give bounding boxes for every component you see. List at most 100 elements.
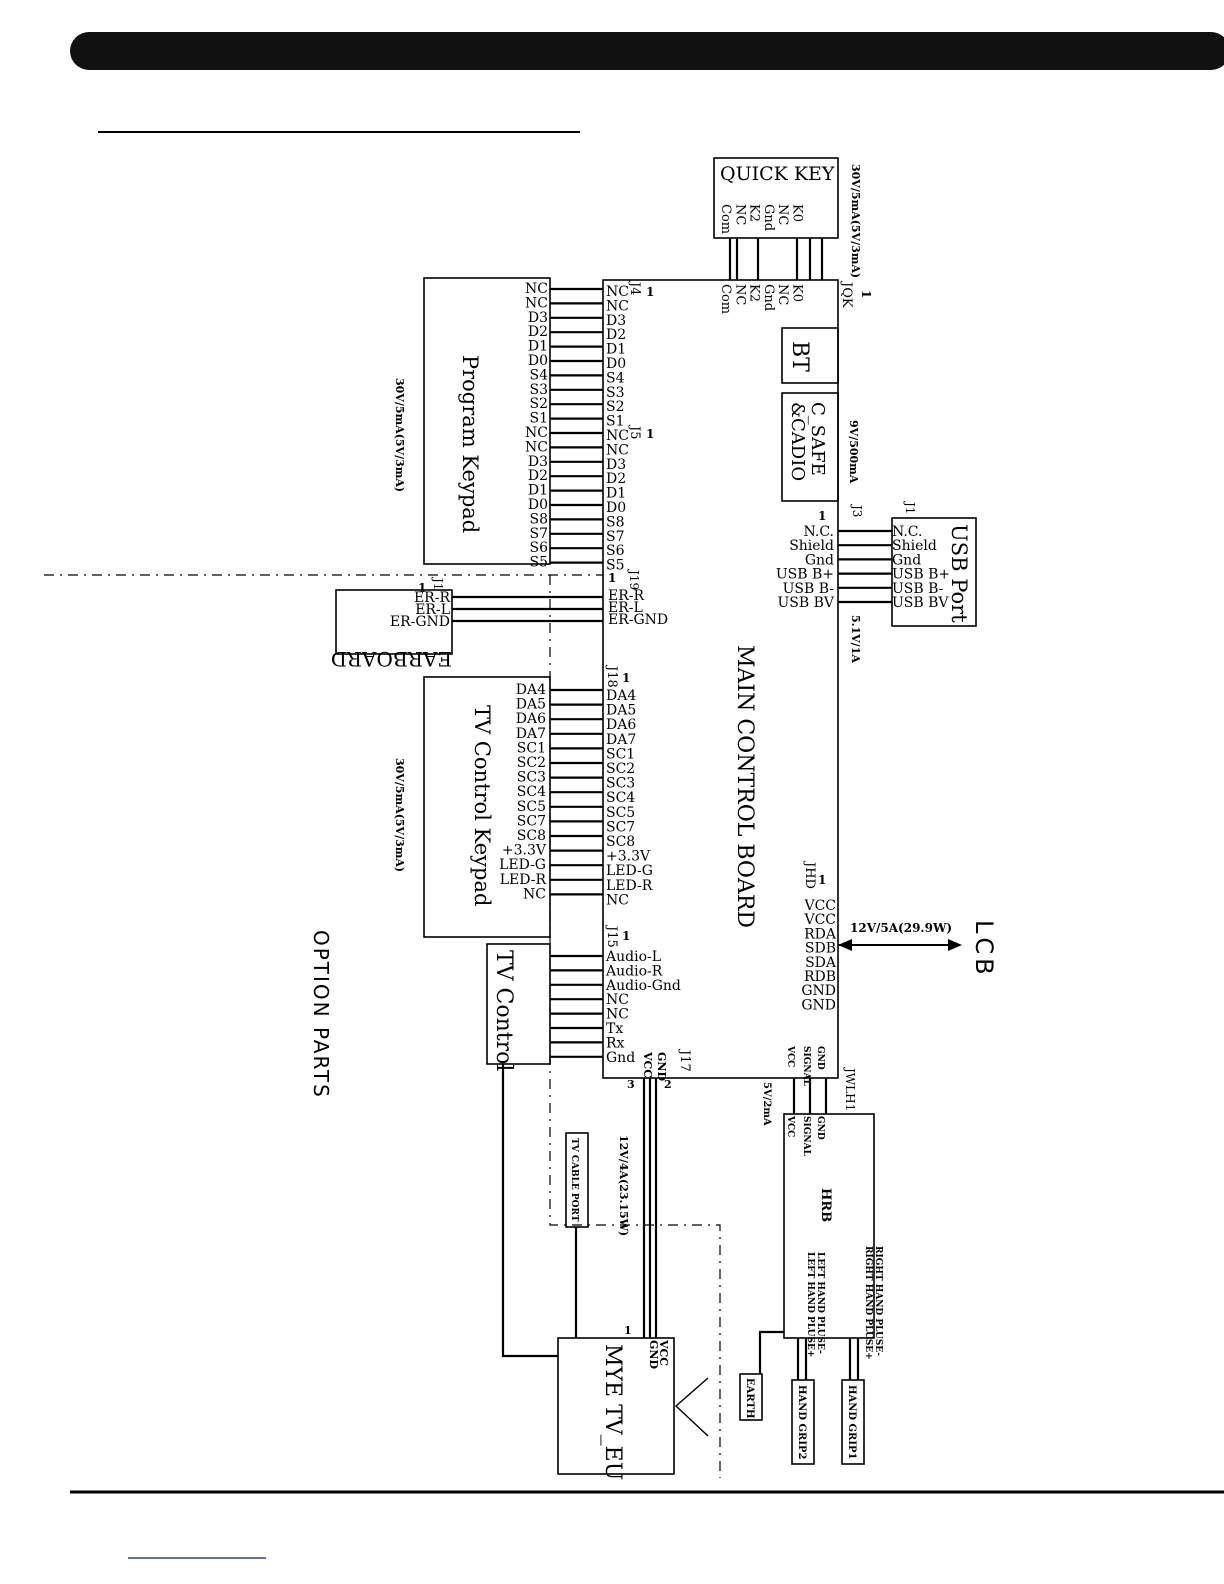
quick-key-title: QUICK KEY (720, 163, 835, 185)
main-board-j15-pin-label: Audio-Gnd (605, 978, 681, 994)
lcb-arrow-left-head (838, 939, 852, 951)
main-board-j3-pin-label: Shield (789, 538, 834, 554)
bt-box (781, 327, 839, 384)
usb-port-pin-label: Shield (892, 538, 937, 554)
main-board-j19-pin-label: ER-R (608, 588, 644, 604)
tv-control-title: TV Control (491, 950, 516, 1071)
quick-key-box (713, 157, 839, 239)
main-board-j18-pin-label: +3.3V (606, 849, 651, 865)
main-board-j18-pin-label: DA5 (606, 703, 636, 719)
usb-port-pin-label: N.C. (892, 524, 922, 540)
main-board-j4j5-pin-label: NC (606, 428, 629, 444)
main-board-jqk-pin-label: K2 (747, 284, 762, 302)
program-keypad-pin-label: D0 (528, 497, 548, 513)
main-board-j18-pin-label: DA4 (606, 688, 636, 704)
tv-keypad-rating: 30V/5mA(5V/3mA) (393, 758, 406, 872)
earboard-board-pin-one: 1 (608, 571, 616, 585)
main-board-j4j5-pin-label: D0 (606, 500, 626, 516)
hand-grip2-box (791, 1379, 815, 1465)
jwlh-pin-gnd: GND (815, 1046, 825, 1070)
main-board-jqk-pin-label: Com (718, 284, 733, 314)
main-board-j15-pin-label: Rx (606, 1035, 625, 1051)
j17-pin-2: 2 (664, 1078, 672, 1091)
main-board-j4j5-pin-label: D3 (606, 457, 626, 473)
mye-tv-pin-gnd: GND (647, 1340, 660, 1369)
tv-control-keypad: TV Control Keypad 30V/5mA(5V/3mA) J18 1 … (393, 664, 653, 938)
main-board-j15-pin-label: Tx (606, 1021, 623, 1037)
hrb-left-minus: LEFT HAND PLUSE- (815, 1252, 825, 1354)
main-board-jhd-pin-label: GND (801, 983, 836, 999)
header-bar (70, 32, 1224, 70)
hrb-right-minus: RIGHT HAND PLUSE- (873, 1246, 883, 1356)
tv-keypad-pin-label: LED-R (500, 872, 547, 888)
quick-key-pin-label: Com (718, 204, 733, 234)
earboard-pin-label: ER-L (415, 602, 450, 618)
main-board-j18-pin-label: NC (606, 892, 629, 908)
main-board-j4j5-pin-label: D1 (606, 486, 626, 502)
main-board-j4j5-pin-label: S4 (606, 370, 625, 386)
main-board-j4j5-pin-label: NC (606, 284, 629, 300)
program-keypad-pin-label: S3 (530, 382, 549, 398)
main-board-jhd-pin-label: RDA (804, 926, 837, 942)
main-board-outline (602, 279, 839, 1079)
program-keypad-pin-label: S8 (530, 511, 549, 527)
program-keypad-pin-label: D0 (528, 353, 548, 369)
program-keypad-rating: 30V/5mA(5V/3mA) (393, 378, 406, 492)
j17-pin-vcc: VCC (641, 1051, 654, 1078)
quick-key-pin-label: K2 (747, 204, 762, 222)
quick-key-pin-label: NC (775, 204, 790, 225)
program-keypad-pin-label: D2 (528, 468, 548, 484)
main-board-j18-pin-label: LED-G (606, 863, 653, 879)
main-board-j4j5-pin-label: S5 (606, 558, 625, 574)
main-board-jqk-pin-label: NC (775, 284, 790, 305)
j17-power: J17 VCC GND 3 2 12V/4A(23.15W) (617, 1048, 692, 1338)
bt-title: BT (787, 341, 812, 372)
usb-pin-one: 1 (818, 509, 826, 523)
usb-port: USB Port J3 1 J1 5.1V/1A N.C.ShieldGndUS… (776, 500, 977, 663)
program-keypad-j4: J4 (627, 280, 642, 295)
main-board-j4j5-pin-label: S2 (606, 399, 625, 415)
usb-port-pin-label: Gnd (892, 552, 921, 568)
mye-tv-box (557, 1337, 675, 1475)
main-board-j3-pin-label: N.C. (804, 524, 834, 540)
hand-grip2-title: HAND GRIP2 (796, 1385, 807, 1460)
csafe-title-1: C_SAFE (807, 402, 828, 476)
main-board-j15-pin-label: NC (606, 1007, 629, 1023)
earboard-title: EARBOARD (331, 647, 452, 671)
j17-rating: 12V/4A(23.15W) (617, 1135, 630, 1236)
tv-keypad-pin-label: SC8 (517, 828, 546, 844)
j17-connector: J17 (677, 1048, 692, 1072)
csafe-title-2: &CADIO (787, 402, 808, 481)
quick-key-pin-label: Gnd (761, 204, 776, 231)
lcb-title: LCB (970, 920, 998, 979)
lcb-pin-one: 1 (818, 873, 826, 887)
program-keypad-pin-label: D3 (528, 310, 548, 326)
program-keypad-pin-label: NC (525, 425, 548, 441)
program-keypad-pin-label: D1 (528, 483, 548, 499)
main-board-j4j5-pin-label: NC (606, 442, 629, 458)
tv-control-connector: J15 (604, 924, 619, 948)
hrb-pin-signal: SIGNAL (801, 1116, 811, 1157)
main-board-jhd-pin-label: SDA (805, 955, 837, 971)
main-board-j4j5-pin-label: S6 (606, 543, 625, 559)
main-board-j4j5-pin-label: D0 (606, 356, 626, 372)
main-board-j4j5-pin-label: D2 (606, 327, 626, 343)
mye-tv-title: MYE TV_EU (600, 1344, 625, 1480)
program-keypad-pin-label: S2 (530, 396, 549, 412)
earboard-device-pin-one: 1 (418, 581, 426, 595)
main-board-j4j5-pin-label: S3 (606, 385, 625, 401)
main-board-jqk-pin-label: NC (732, 284, 747, 305)
earboard: EARBOARD J19 1 J1 1 ER-RER-LER-GND ER-RE… (331, 568, 668, 671)
main-board-j3-pin-label: USB BV (777, 595, 834, 611)
earth-title: EARTH (744, 1378, 755, 1418)
main-board-jhd-pin-label: VCC (803, 912, 836, 928)
mye-tv-pin-vcc: VCC (657, 1339, 670, 1366)
hand-grip1-box (841, 1379, 865, 1465)
earboard-pin-label: ER-R (414, 590, 450, 606)
program-keypad-pin-label: S5 (530, 555, 549, 571)
tv-control-pin-one: 1 (622, 929, 630, 943)
tv-keypad-connector: J18 (604, 664, 619, 688)
earth-box (739, 1373, 763, 1421)
